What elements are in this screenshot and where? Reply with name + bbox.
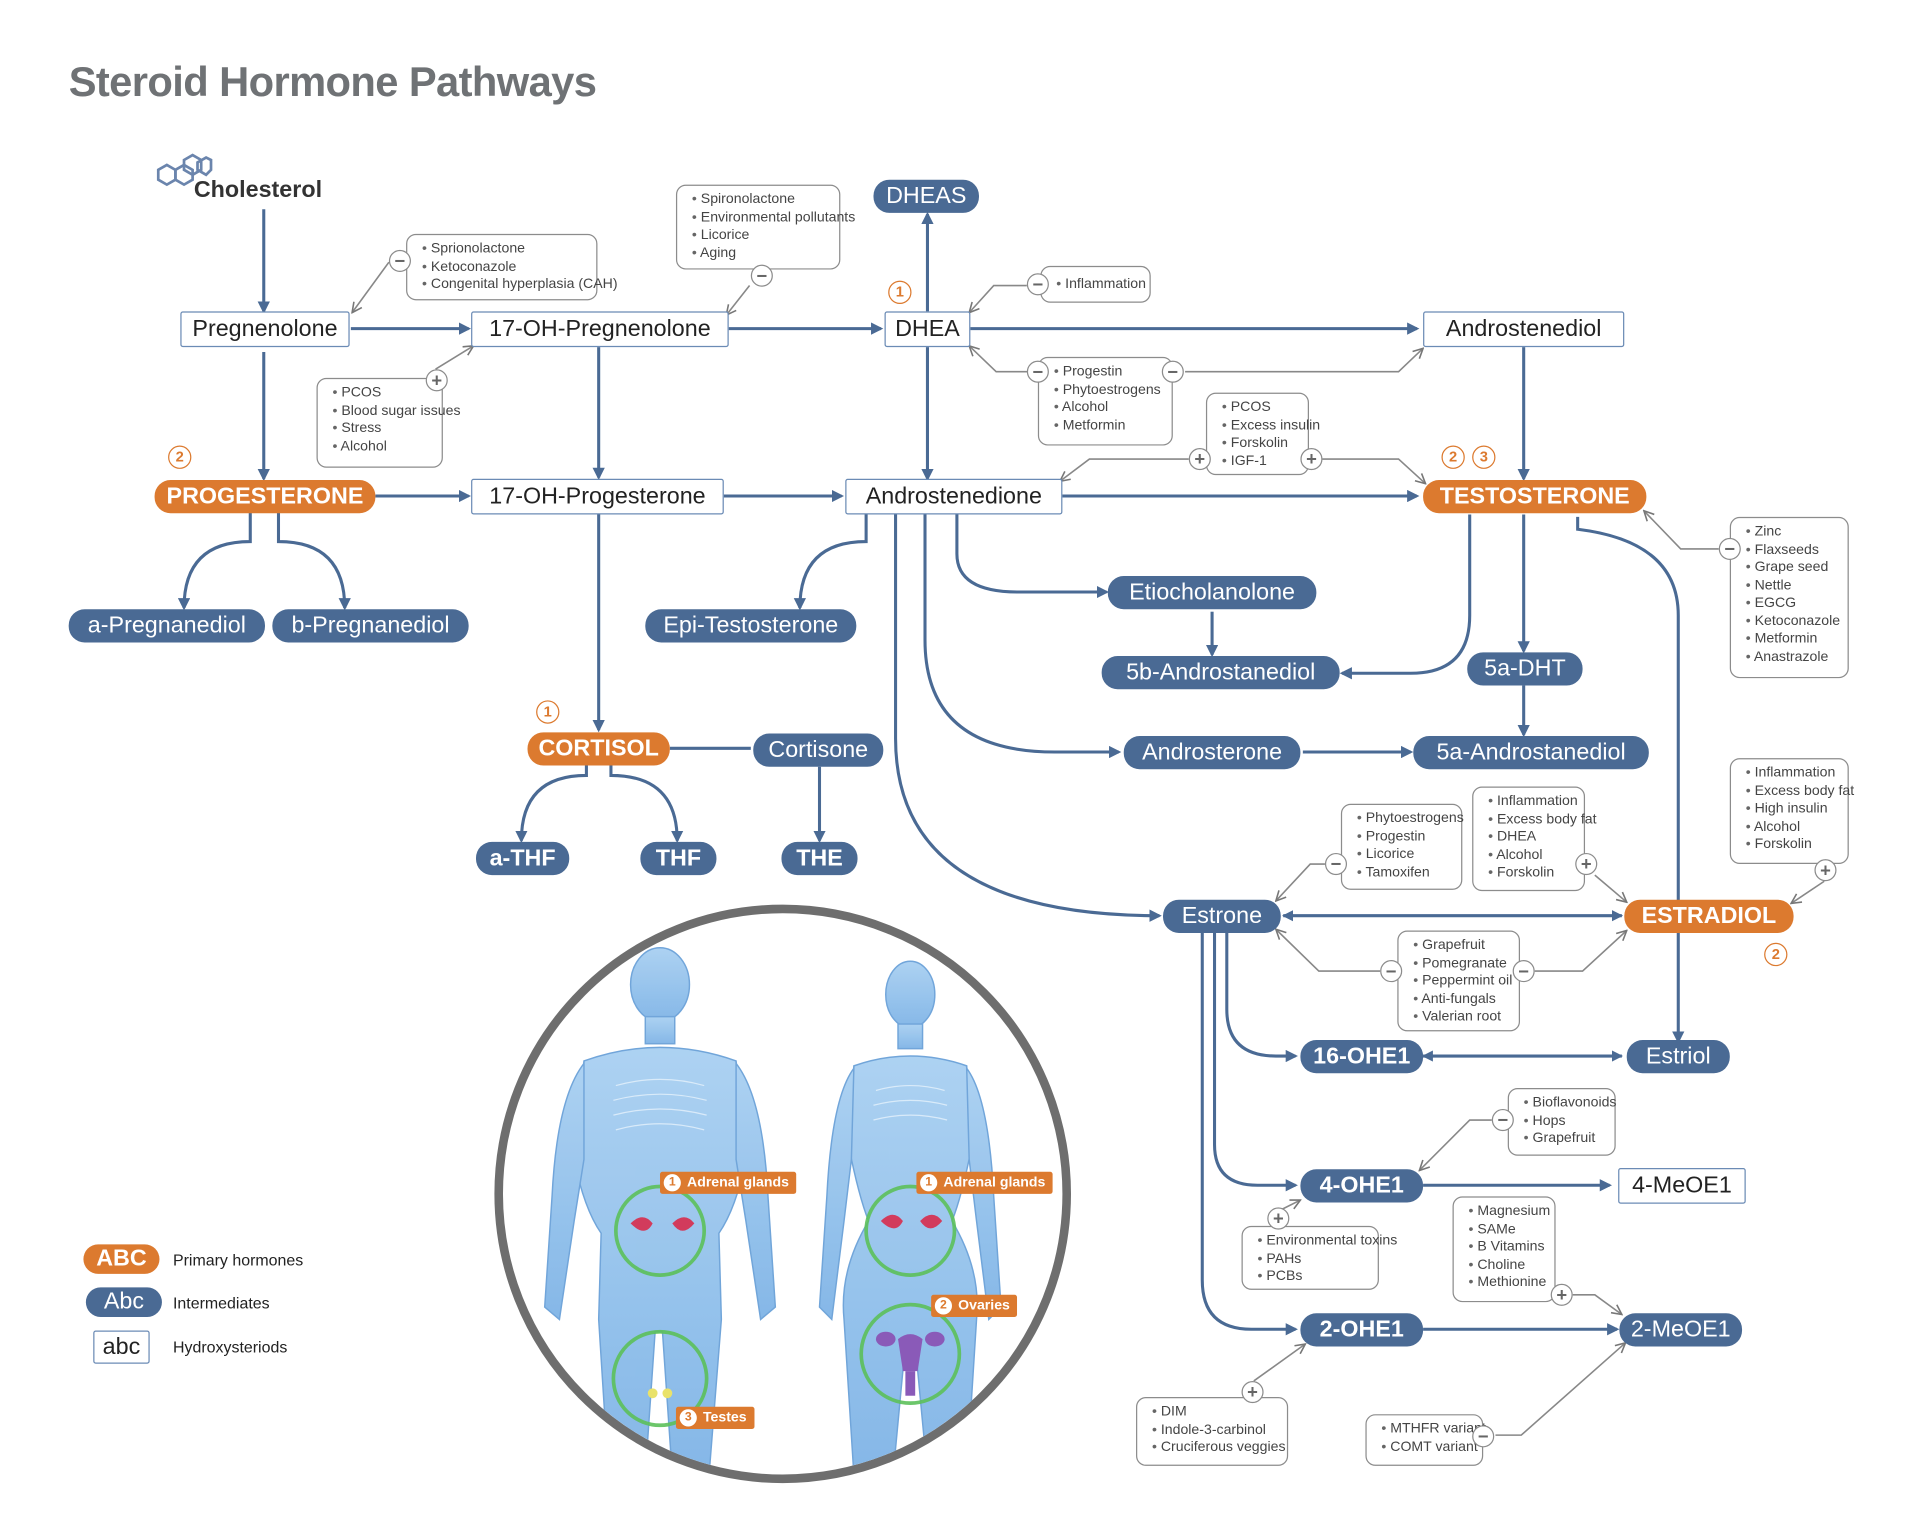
node-16-ohe1[interactable]: 16-OHE1 [1300, 1040, 1424, 1074]
plus-icon: + [425, 369, 448, 392]
legend-hydroxy-swatch: abc [93, 1330, 150, 1364]
node-2-ohe1[interactable]: 2-OHE1 [1300, 1313, 1424, 1347]
note-testosterone-stimulators: PCOSExcess insulinForskolinIGF-1 [1205, 392, 1320, 476]
note-testosterone-inhibitors: ZincFlaxseedsGrape seedNettleEGCGKetocon… [1729, 516, 1849, 679]
legend-primary-label: Primary hormones [172, 1250, 304, 1269]
node-androsterone[interactable]: Androsterone [1123, 736, 1301, 770]
node-progesterone[interactable]: PROGESTERONE [154, 480, 376, 514]
organ-badge-1: 1 [536, 700, 560, 724]
note-2-ohe1-stimulators: DIMIndole-3-carbinolCruciferous veggies [1136, 1396, 1289, 1466]
minus-icon: − [1026, 273, 1049, 296]
node-thf[interactable]: THF [640, 841, 717, 876]
node-etiocholanolone[interactable]: Etiocholanolone [1107, 576, 1317, 610]
node-androstenedione[interactable]: Androstenedione [845, 478, 1063, 515]
note-17-oh-pregnenolone-inhibitors: SpironolactoneEnvironmental pollutantsLi… [675, 184, 855, 270]
page-title: Steroid Hormone Pathways [68, 59, 597, 106]
plus-icon: + [1188, 448, 1211, 471]
note-estrone-inhibitors: PhytoestrogensProgestinLicoriceTamoxifen [1340, 803, 1464, 890]
note-pregnenolone-inhibitors: SprionolactoneKetoconazoleCongenital hyp… [406, 233, 618, 301]
organ-badge-3: 3 [1472, 445, 1496, 469]
note-aromatase-inhibitors: GrapefruitPomegranatePeppermint oilAnti-… [1397, 930, 1521, 1032]
organ-badge-2: 2 [168, 445, 192, 469]
node-estradiol[interactable]: ESTRADIOL [1624, 899, 1794, 933]
note-4-ohe1-stimulators: Environmental toxinsPAHsPCBs [1241, 1225, 1397, 1290]
node-4-ohe1[interactable]: 4-OHE1 [1300, 1169, 1424, 1203]
node-a-pregnanediol[interactable]: a-Pregnanediol [68, 609, 265, 643]
note-methylation-inhibitors: MTHFR variantCOMT variant [1365, 1414, 1486, 1466]
minus-icon: − [1380, 960, 1403, 983]
minus-icon: − [1718, 537, 1741, 561]
plus-icon: + [1814, 859, 1837, 882]
node-estrone[interactable]: Estrone [1163, 899, 1281, 933]
minus-icon: − [1324, 852, 1348, 876]
note-estradiol-stimulators-a: InflammationExcess body fatDHEAAlcoholFo… [1472, 786, 1597, 892]
node-5a-dht[interactable]: 5a-DHT [1467, 652, 1583, 686]
node-17-oh-progesterone[interactable]: 17-OH-Progesterone [471, 478, 724, 515]
minus-icon: − [750, 264, 773, 287]
minus-icon: − [1026, 360, 1049, 383]
plus-icon: + [1241, 1380, 1264, 1404]
organ-badge-1: 1 [888, 280, 912, 305]
node-epi-testosterone[interactable]: Epi-Testosterone [645, 609, 857, 643]
node-4-meoe1[interactable]: 4-MeOE1 [1618, 1168, 1746, 1204]
note-4-ohe1-inhibitors: BioflavonoidsHopsGrapefruit [1507, 1088, 1616, 1156]
node-a-thf[interactable]: a-THF [475, 841, 570, 876]
node-5b-androstanediol[interactable]: 5b-Androstanediol [1101, 656, 1340, 690]
minus-icon: − [1472, 1425, 1495, 1448]
plus-icon: + [1550, 1283, 1573, 1306]
node-cortisone[interactable]: Cortisone [753, 733, 884, 767]
node-17-oh-pregnenolone[interactable]: 17-OH-Pregnenolone [471, 311, 729, 348]
note-pregnenolone-stimulators: PCOSBlood sugar issuesStressAlcohol [316, 377, 461, 468]
node-androstenediol[interactable]: Androstenediol [1423, 311, 1625, 348]
node-testosterone[interactable]: TESTOSTERONE [1423, 480, 1647, 514]
plus-icon: + [1300, 448, 1323, 471]
note-estradiol-stimulators-b: InflammationExcess body fatHigh insulinA… [1729, 758, 1854, 865]
node-dhea[interactable]: DHEA [884, 311, 971, 348]
organ-badge-2: 2 [1764, 942, 1788, 967]
minus-icon: − [1161, 360, 1184, 383]
legend-hydroxy-label: Hydroxysteriods [172, 1337, 288, 1357]
node-estriol[interactable]: Estriol [1626, 1040, 1730, 1074]
note-methylation-stimulators: MagnesiumSAMeB VitaminsCholineMethionine [1452, 1196, 1556, 1303]
note-dhea-inflammation: Inflammation [1040, 265, 1151, 303]
node-dheas[interactable]: DHEAS [873, 179, 979, 213]
plus-icon: + [1575, 852, 1598, 876]
note-dhea-inhibitors: ProgestinPhytoestrogensAlcoholMetformin [1037, 356, 1173, 446]
human-anatomy-illustration [543, 946, 1002, 1475]
cholesterol-label: Cholesterol [193, 177, 323, 204]
node-5a-androstanediol[interactable]: 5a-Androstanediol [1413, 736, 1649, 770]
minus-icon: − [1512, 960, 1535, 983]
legend-primary-swatch: ABC [83, 1244, 160, 1274]
hexagon-molecule-icon [156, 153, 213, 187]
organ-badge-2: 2 [1441, 445, 1465, 469]
legend-intermediate-swatch: Abc [85, 1287, 162, 1317]
node-cortisol[interactable]: CORTISOL [527, 732, 670, 766]
minus-icon: − [1491, 1108, 1514, 1132]
node-the[interactable]: THE [781, 841, 858, 876]
node-2-meoe1[interactable]: 2-MeOE1 [1619, 1313, 1743, 1347]
node-pregnenolone[interactable]: Pregnenolone [180, 311, 350, 348]
plus-icon: + [1267, 1207, 1290, 1230]
legend-intermediate-label: Intermediates [172, 1293, 270, 1313]
node-b-pregnanediol[interactable]: b-Pregnanediol [272, 609, 469, 643]
minus-icon: − [388, 249, 411, 273]
